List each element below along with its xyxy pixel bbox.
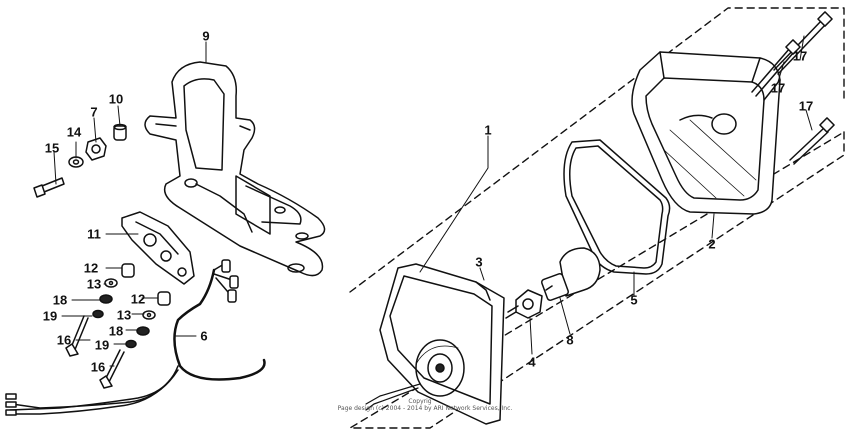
callout-18a: 18 — [52, 292, 68, 308]
base-3 — [365, 263, 505, 425]
nut-18b — [136, 326, 150, 336]
copyright-line2: Page design (c) 2004 - 2014 by ARI Netwo… — [337, 405, 513, 412]
callout-16b: 16 — [90, 359, 106, 375]
callout-19a: 19 — [42, 308, 58, 324]
callout-19b: 19 — [94, 337, 110, 353]
callout-17c: 17 — [798, 98, 814, 114]
plate-11 — [121, 211, 195, 285]
nut-18a — [99, 294, 113, 304]
callout-12a: 12 — [83, 260, 99, 276]
nut-19a — [92, 309, 104, 319]
copyright-line1: Copyrig — [408, 398, 432, 405]
callout-12b: 12 — [130, 291, 146, 307]
callout-10: 10 — [108, 91, 124, 107]
callout-17a: 17 — [792, 48, 808, 64]
callout-15: 15 — [44, 140, 60, 156]
callout-1: 1 — [484, 122, 492, 138]
collar-10 — [113, 123, 127, 141]
screw-17b — [751, 39, 801, 97]
socket-4 — [505, 289, 543, 319]
callout-3: 3 — [475, 254, 483, 270]
callout-18b: 18 — [108, 323, 124, 339]
callout-5: 5 — [630, 292, 638, 308]
callout-2: 2 — [708, 236, 716, 252]
callout-14: 14 — [66, 124, 82, 140]
callout-6: 6 — [200, 328, 208, 344]
bulb-8 — [540, 247, 601, 302]
washer-13a — [104, 278, 118, 288]
bolt-16a — [65, 315, 89, 357]
lens-2 — [631, 51, 781, 215]
license-bracket — [144, 61, 326, 277]
gasket-5 — [563, 139, 671, 275]
callout-7: 7 — [90, 104, 98, 120]
nut-19b — [125, 339, 137, 349]
assembly-frame — [349, 7, 845, 429]
callout-13b: 13 — [116, 307, 132, 323]
callout-4: 4 — [528, 354, 536, 370]
callout-11: 11 — [87, 226, 101, 242]
callout-17b: 17 — [770, 80, 786, 96]
collar-12b — [157, 291, 171, 306]
leader-lines — [53, 35, 813, 367]
screw-17c — [789, 117, 835, 165]
collar-12a — [121, 263, 135, 278]
nut-7 — [85, 137, 107, 161]
callout-9: 9 — [202, 28, 210, 44]
callout-8: 8 — [566, 332, 574, 348]
washer-13b — [142, 310, 156, 320]
callout-13a: 13 — [86, 276, 102, 292]
bolt-16b — [99, 349, 125, 389]
callout-16a: 16 — [56, 332, 72, 348]
wire-harness-6 — [5, 259, 266, 416]
bolt-15 — [33, 177, 65, 198]
